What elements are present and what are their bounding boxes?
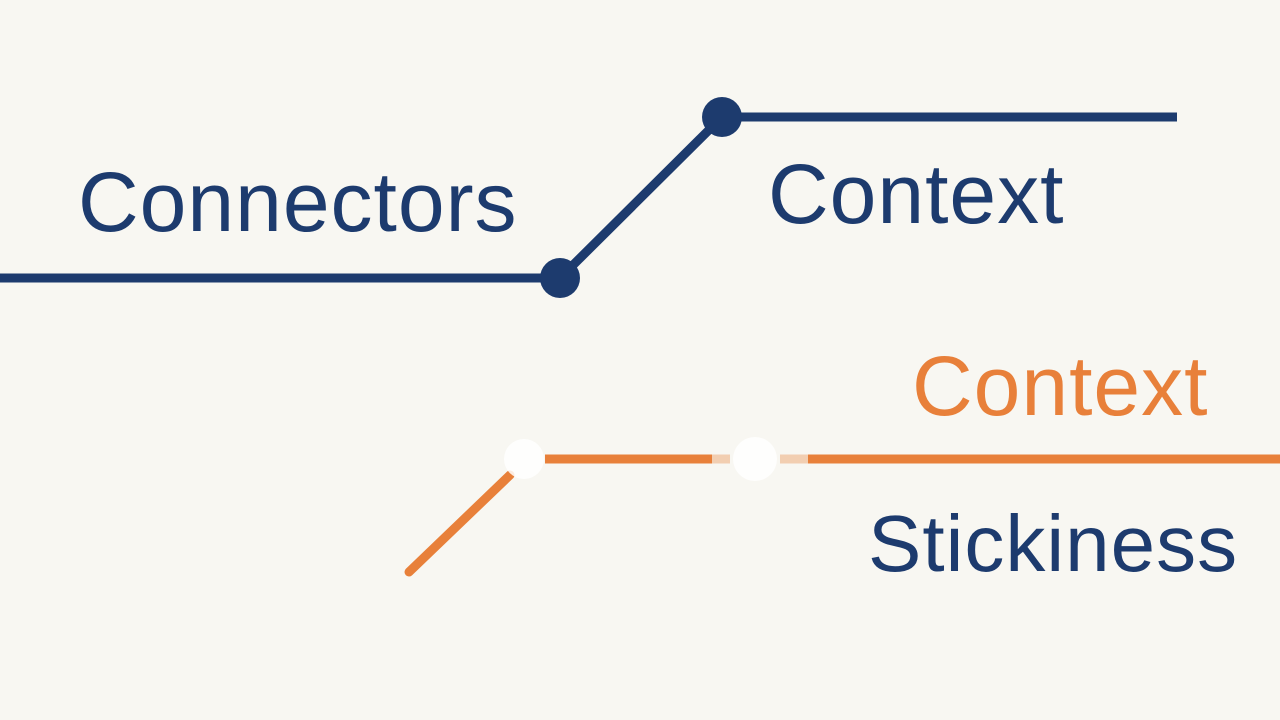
label-connectors: Connectors: [78, 155, 518, 249]
navy-node-lower: [540, 258, 580, 298]
navy-line-diagonal: [555, 112, 727, 283]
ghost-node-right: [733, 437, 777, 481]
ghost-node-left: [504, 439, 544, 479]
label-context-top: Context: [768, 147, 1065, 241]
navy-node-upper: [702, 97, 742, 137]
label-context-bottom: Context: [912, 339, 1209, 433]
orange-line-diagonal: [404, 470, 515, 577]
label-stickiness: Stickiness: [868, 499, 1239, 588]
